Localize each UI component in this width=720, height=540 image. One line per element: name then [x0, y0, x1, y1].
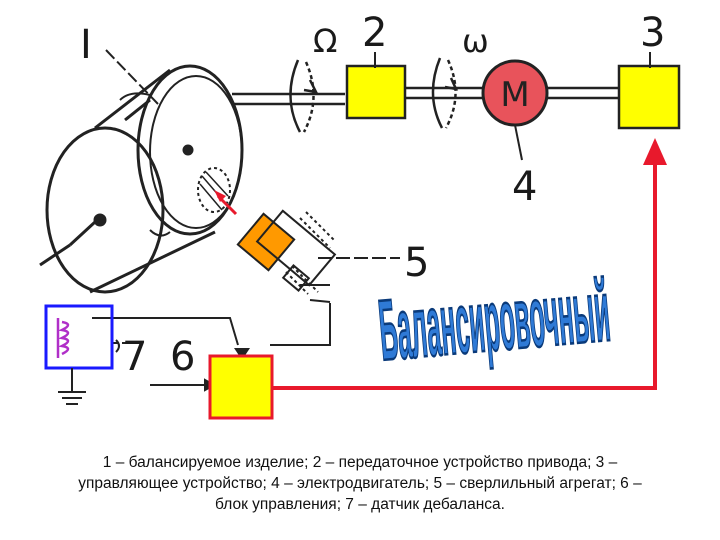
drive-shaft-1: [232, 92, 345, 106]
label-block-6: 6: [170, 334, 195, 380]
block-6-control-unit: [208, 354, 274, 420]
block-3-control-device: [617, 64, 681, 130]
leader-motor-4: [514, 124, 523, 161]
signal-line-red: [272, 160, 657, 390]
balanced-part-drum: [39, 64, 244, 294]
label-block-3: 3: [640, 10, 665, 56]
caption-line-1: 1 – балансируемое изделие; 2 – передаточ…: [102, 454, 618, 471]
omega-big-symbol: Ω: [313, 22, 337, 60]
sensor-7-coil: [56, 318, 70, 358]
banner-word: Балансировочный: [375, 264, 613, 379]
label-part-1: I: [80, 22, 92, 68]
drill-unit-5: [214, 190, 337, 303]
sensor-7-frame: [44, 304, 114, 370]
figure-caption: 1 – балансируемое изделие; 2 – передаточ…: [20, 452, 700, 515]
block-2-transmission: [345, 64, 407, 120]
drive-shaft-2: [405, 86, 485, 100]
label-sensor-7: 7: [122, 334, 147, 380]
rotation-arrow-big-omega: [289, 59, 319, 133]
caption-line-3: блок управления; 7 – датчик дебаланса.: [215, 496, 505, 513]
leader-part-1: [105, 49, 159, 105]
label-motor-4: 4: [512, 164, 537, 210]
ground-symbol: [58, 368, 86, 405]
omega-small-symbol: ω: [462, 22, 489, 60]
rotation-arrow-small-omega: [431, 57, 459, 129]
caption-line-2: управляющее устройство; 4 – электродвига…: [78, 475, 642, 492]
leader-sensor-7: [115, 339, 120, 353]
label-block-2: 2: [362, 10, 387, 56]
signal-arrowhead: [643, 138, 667, 165]
drive-shaft-3: [547, 86, 618, 100]
label-drill-5: 5: [404, 240, 429, 286]
balancing-machine-diagram: I Ω 2 ω: [39, 10, 681, 420]
motor-letter: M: [500, 75, 529, 115]
arrow-into-block-6: [234, 348, 250, 360]
